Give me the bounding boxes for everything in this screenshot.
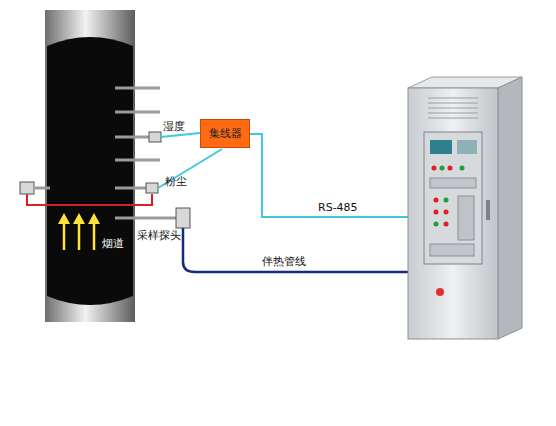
flue-pipe <box>45 10 135 322</box>
part-label: RS-485 <box>318 201 358 214</box>
heat-traced-line <box>183 228 409 272</box>
cross-duct-wire <box>27 194 152 205</box>
part-label: 粉尘 <box>165 175 187 188</box>
part-label: 湿度 <box>163 120 185 133</box>
flow-arrows <box>58 213 100 250</box>
part-label: 伴热管线 <box>262 255 306 268</box>
part-label: 烟道 <box>102 237 124 250</box>
signal-wires <box>158 133 409 217</box>
hub-label: 集线器 <box>209 127 242 140</box>
hub-box: 集线器 <box>200 119 250 148</box>
analyzer-cabinet <box>408 77 522 339</box>
probe-heads <box>20 132 190 228</box>
probe-rods <box>35 88 176 218</box>
part-label: 采样探头 <box>137 229 181 242</box>
